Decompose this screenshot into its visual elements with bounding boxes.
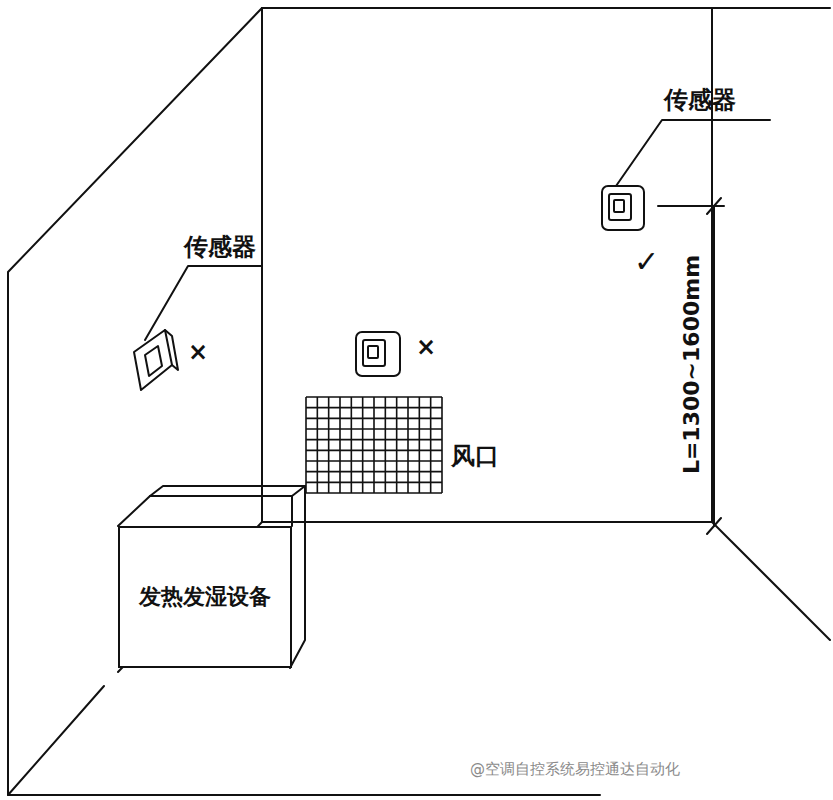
correct-mark: ✓ bbox=[634, 244, 659, 279]
device-top bbox=[118, 496, 292, 526]
air-vent: 风口 bbox=[305, 396, 443, 494]
watermark: @空调自控系统易控通达自动化 bbox=[470, 760, 680, 779]
wrong-mark: × bbox=[188, 338, 208, 366]
sensor-icon bbox=[356, 332, 400, 376]
leader-line bbox=[616, 120, 770, 186]
left-wall bbox=[8, 8, 600, 795]
back-wall bbox=[262, 8, 712, 522]
sensor-label: 传感器 bbox=[184, 231, 256, 263]
sensor-label: 传感器 bbox=[664, 84, 736, 116]
dimension-line bbox=[713, 206, 715, 526]
vent-label: 风口 bbox=[451, 440, 499, 472]
sensor-icon bbox=[602, 186, 644, 230]
ceiling-line bbox=[262, 7, 830, 9]
device-label: 发热发湿设备 bbox=[139, 582, 271, 612]
dimension-text: L=1300~1600mm bbox=[679, 254, 704, 473]
dimension-tick bbox=[707, 198, 721, 534]
floor-right-edge bbox=[712, 522, 830, 640]
floor-left-edge-2 bbox=[8, 686, 104, 795]
heat-humidity-device: 发热发湿设备 bbox=[118, 526, 292, 668]
wrong-mark: × bbox=[416, 333, 436, 361]
leader-line bbox=[145, 266, 262, 340]
vent-grille bbox=[305, 396, 443, 494]
device-edge bbox=[292, 486, 305, 496]
sensor-icon bbox=[134, 330, 178, 390]
